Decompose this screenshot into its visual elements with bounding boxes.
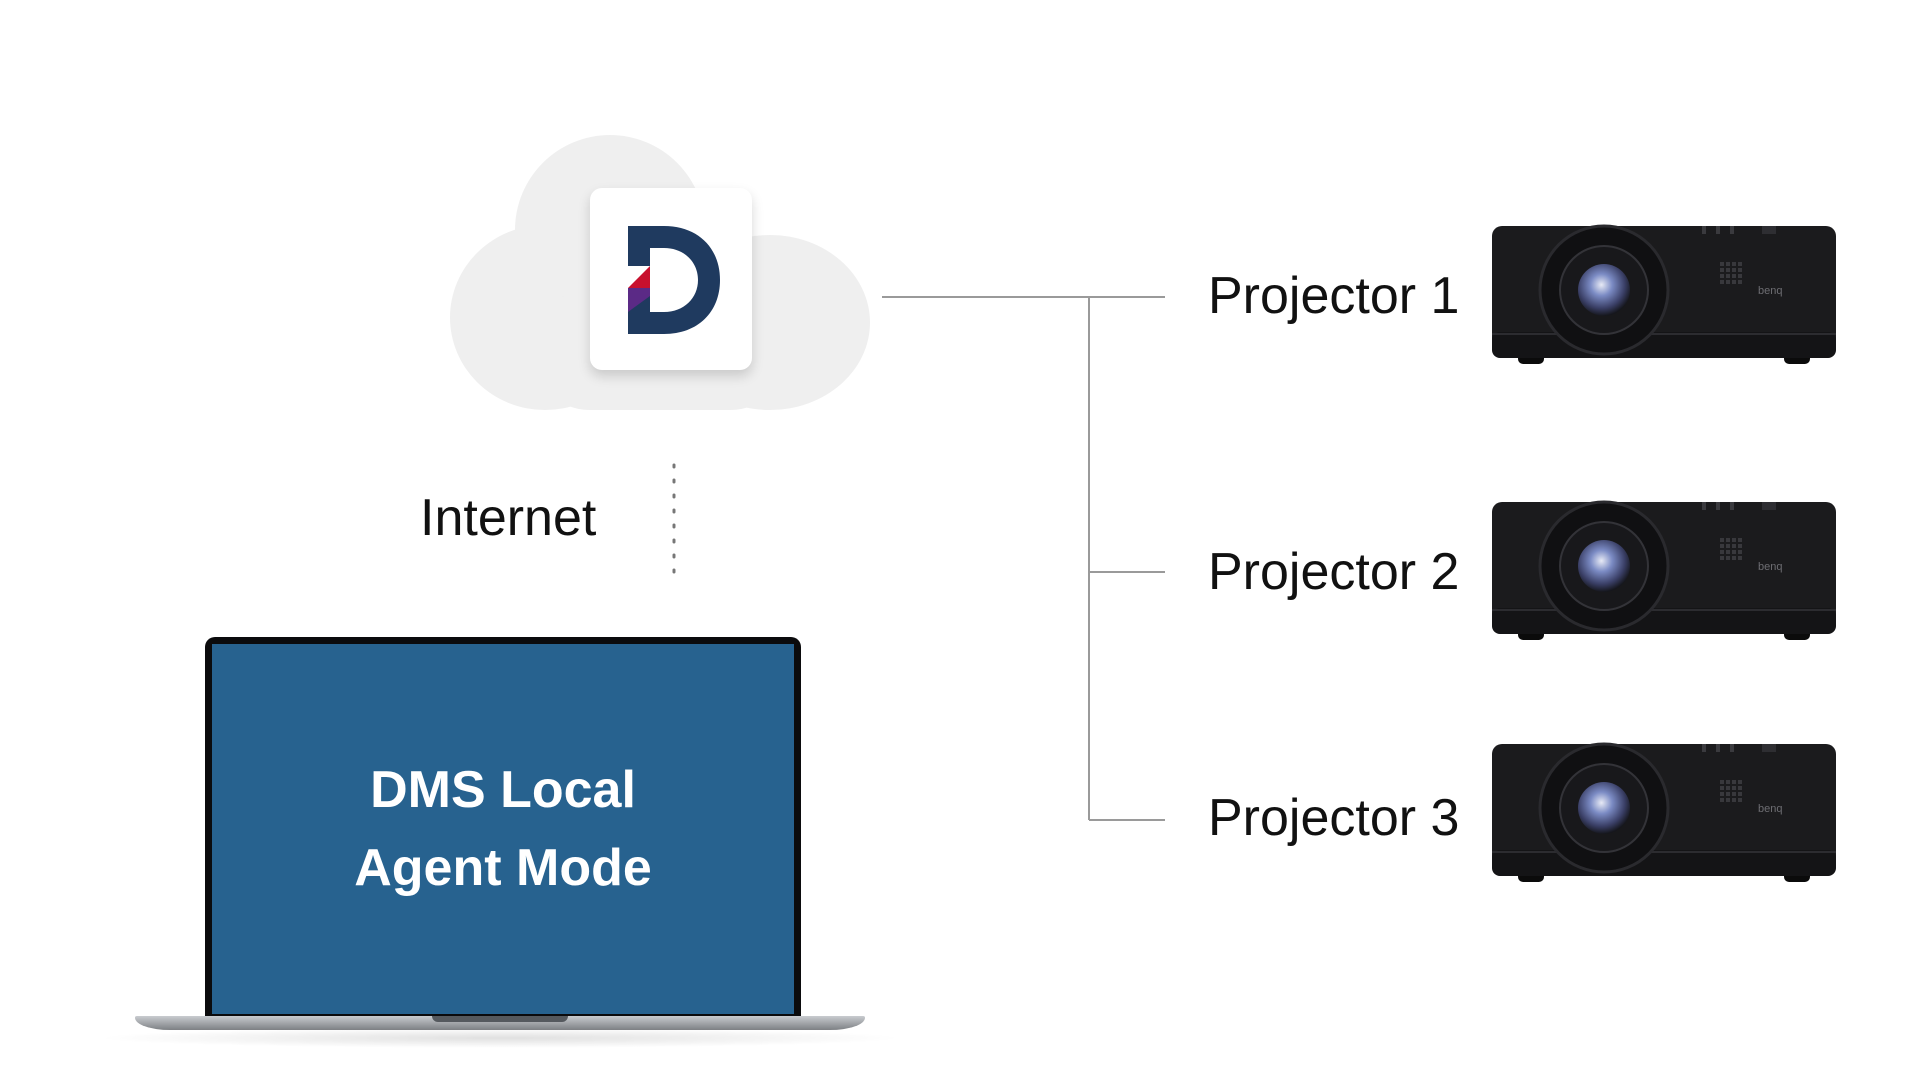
laptop-shadow bbox=[95, 1028, 905, 1048]
svg-text:benq: benq bbox=[1758, 561, 1782, 573]
svg-text:benq: benq bbox=[1758, 285, 1782, 297]
laptop-base bbox=[135, 1016, 865, 1030]
projector-2-icon: benq bbox=[1492, 500, 1836, 640]
dms-logo-icon bbox=[628, 226, 720, 334]
laptop-screen-line-1: DMS Local bbox=[370, 761, 636, 819]
projector-1-label: Projector 1 bbox=[1208, 267, 1460, 325]
svg-text:benq: benq bbox=[1758, 803, 1782, 815]
projector-3-label: Projector 3 bbox=[1208, 789, 1460, 847]
laptop-screen-line-2: Agent Mode bbox=[354, 839, 652, 897]
laptop-notch bbox=[432, 1016, 568, 1022]
projector-1-icon: benq bbox=[1492, 224, 1836, 364]
laptop-screen: DMS Local Agent Mode bbox=[212, 644, 794, 1014]
projector-2-label: Projector 2 bbox=[1208, 543, 1460, 601]
dms-app-tile bbox=[590, 188, 752, 370]
projector-3-icon: benq bbox=[1492, 742, 1836, 882]
internet-label: Internet bbox=[420, 489, 597, 547]
